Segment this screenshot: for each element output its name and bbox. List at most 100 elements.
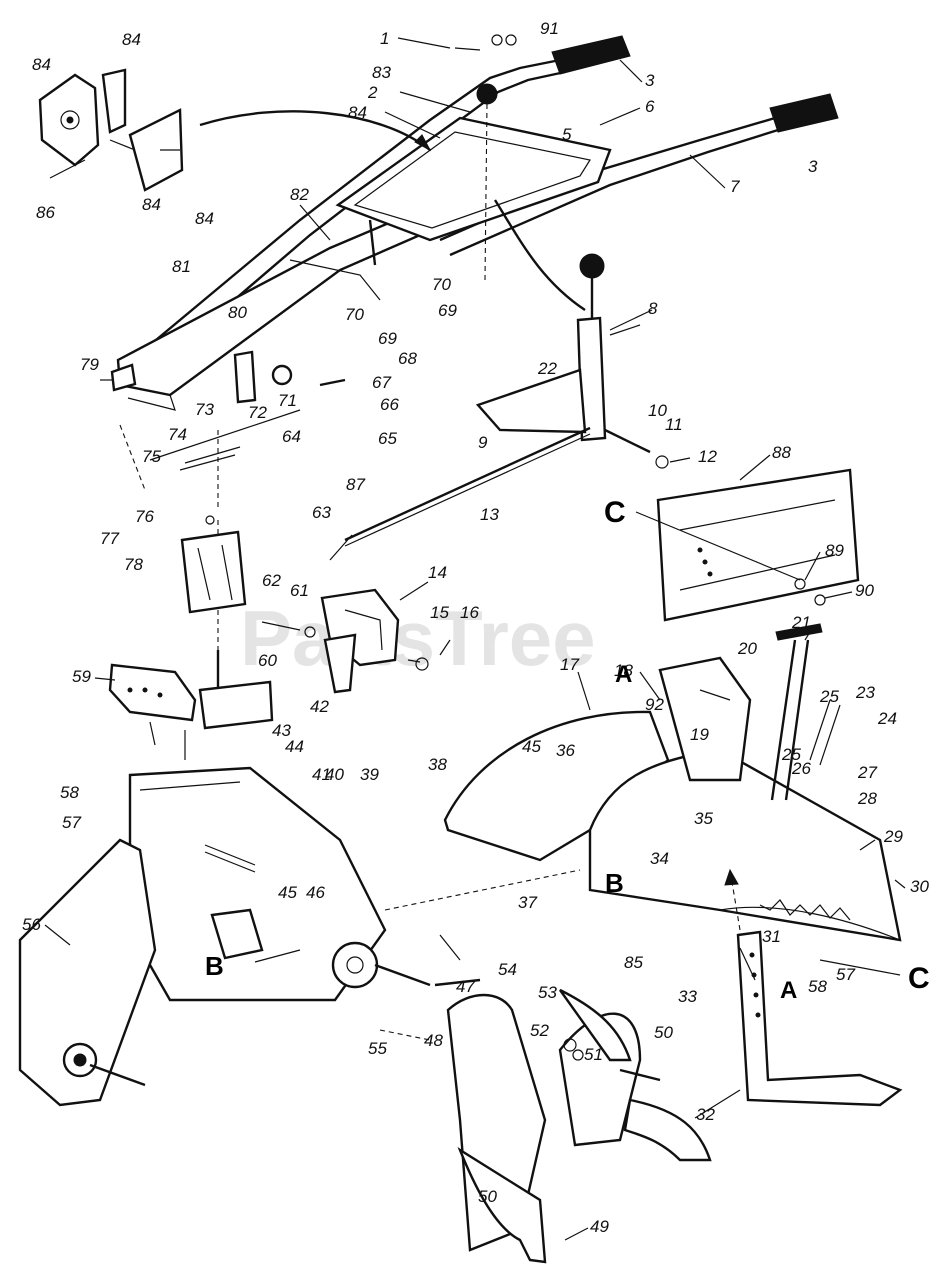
clutch-assembly [261,534,451,694]
callout-9: 9 [478,433,488,452]
callout-45: 45 [522,737,541,756]
callout-71: 71 [278,391,297,410]
callout-27: 27 [857,763,877,782]
shift-lever [475,253,669,469]
callout-73: 73 [195,400,214,419]
washer [491,34,503,46]
callout-92: 92 [645,695,664,714]
callout-53: 53 [538,983,557,1002]
callout-86: 86 [36,203,55,222]
callout-25b: 25 [781,745,801,764]
left-grip [551,35,631,75]
ref-letter-a-bottom: A [780,977,797,1004]
callout-33: 33 [678,987,697,1006]
callout-24: 24 [877,709,897,728]
callout-91: 91 [540,19,559,38]
callout-35: 35 [694,809,713,828]
callout-63: 63 [312,503,331,522]
callout-61: 61 [290,581,309,600]
callout-46: 46 [306,883,325,902]
ref-letter-b-right: B [605,868,624,898]
callout-58: 58 [60,783,79,802]
callout-39: 39 [360,765,379,784]
callout-77: 77 [100,529,119,548]
callout-84-tl4: 84 [195,209,214,228]
tow-bracket [108,650,274,760]
callout-1: 1 [380,29,389,48]
callout-28: 28 [857,789,877,808]
callout-83: 83 [372,63,391,82]
callout-18: 18 [614,661,633,680]
callout-80: 80 [228,303,247,322]
callout-25: 25 [819,687,839,706]
callout-68: 68 [398,349,417,368]
ref-letter-a-top: A [615,661,632,688]
ref-letter-c-top: C [604,496,626,529]
callout-90: 90 [855,581,874,600]
callout-45b: 45 [278,883,297,902]
ref-line-c-bottom [819,959,901,976]
callout-64: 64 [282,427,301,446]
ref-line-a [639,671,661,701]
callout-70b: 70 [345,305,364,324]
callout-11: 11 [665,415,683,434]
callout-43: 43 [272,721,291,740]
callout-66: 66 [380,395,399,414]
lower-handle-parts [100,350,346,650]
callout-54: 54 [498,960,517,979]
callout-8: 8 [648,299,658,318]
callout-2: 2 [367,83,378,102]
callout-89: 89 [825,541,844,560]
callout-23: 23 [855,683,875,702]
callout-14: 14 [428,563,447,582]
callout-17: 17 [560,655,579,674]
callout-31: 31 [762,927,781,946]
depth-bar [724,868,903,1107]
callout-32: 32 [696,1105,715,1124]
callout-30: 30 [910,877,929,896]
callout-67: 67 [372,373,391,392]
callout-55: 55 [368,1039,387,1058]
callout-60: 60 [258,651,277,670]
callout-38: 38 [428,755,447,774]
callout-57: 57 [62,813,81,832]
bracket-78 [180,515,247,614]
ref-letter-c-bottom: C [908,962,930,995]
callout-84-tl1: 84 [32,55,51,74]
handle-knob [476,83,498,105]
ref-line-c [635,511,801,581]
callout-58b: 58 [808,977,827,996]
callout-3-right: 3 [808,157,818,176]
washer [505,34,517,46]
callout-74: 74 [168,425,187,444]
callout-75: 75 [142,447,161,466]
callout-76: 76 [135,507,154,526]
callout-50b: 50 [478,1187,497,1206]
callout-21: 21 [791,613,811,632]
control-plate-assembly [38,68,432,192]
callout-56: 56 [22,915,41,934]
callout-69b: 69 [378,329,397,348]
callout-78: 78 [124,555,143,574]
tine-assembly [379,978,712,1264]
callout-42: 42 [310,697,329,716]
callout-69: 69 [438,301,457,320]
callout-84-tl2: 84 [122,30,141,49]
tine-shield [443,623,902,942]
ref-line-b [254,949,301,963]
callout-3: 3 [645,71,655,90]
callout-36: 36 [556,741,575,760]
callout-16: 16 [460,603,479,622]
callout-82: 82 [290,185,309,204]
depth-plate [656,468,860,622]
reference-letters: C A B B A C [205,496,930,1004]
callout-59: 59 [72,667,91,686]
transmission-housing [18,766,581,1107]
callout-84: 84 [348,103,367,122]
callout-labels: 1 91 3 83 2 84 6 5 7 3 84 84 86 84 84 82… [22,19,929,1236]
callout-6: 6 [645,97,655,116]
callout-57b: 57 [836,965,855,984]
callout-22: 22 [537,359,557,378]
